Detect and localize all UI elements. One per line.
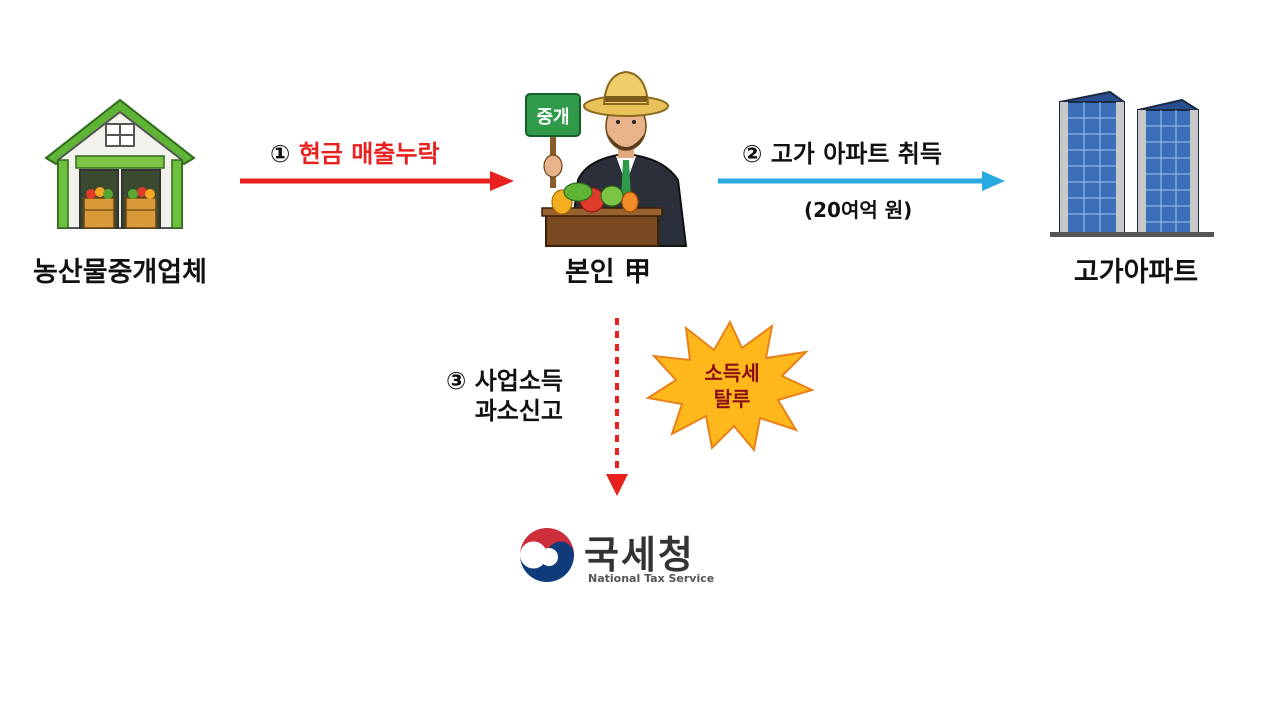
- broker-person-icon: 중개: [525, 70, 688, 247]
- step2-text: 고가 아파트 취득: [770, 140, 942, 168]
- step3-label: ③ 사업소득 과소신고: [446, 366, 563, 426]
- burst-line1: 소득세: [704, 361, 759, 385]
- step1-number: ①: [270, 140, 291, 168]
- step3-number: ③: [446, 367, 467, 395]
- sign-text: 중개: [536, 107, 569, 128]
- step2-number: ②: [742, 140, 763, 168]
- step2-arrow: [718, 171, 1005, 191]
- nts-taegeuk-logo-icon: [520, 528, 574, 582]
- farm-label: 농산물중개업체: [33, 257, 207, 288]
- step1-label: ① 현금 매출누락: [270, 134, 440, 169]
- burst-line2: 탈루: [714, 387, 751, 411]
- person-label: 본인 甲: [564, 257, 652, 288]
- step2-amount: (20여억 원): [804, 198, 913, 222]
- apartment-label: 고가아파트: [1073, 257, 1199, 288]
- step2-label: ② 고가 아파트 취득: [742, 134, 942, 169]
- step3-line1: 사업소득: [474, 367, 564, 395]
- step1-arrow: [240, 171, 514, 191]
- step3-arrow: [606, 318, 628, 496]
- step3-line2: 과소신고: [474, 397, 564, 425]
- nts-name-en: National Tax Service: [588, 572, 715, 585]
- apartment-building-icon: [1050, 90, 1214, 237]
- nts-name-ko: 국세청: [584, 533, 695, 577]
- warehouse-icon: [44, 98, 196, 229]
- step1-text: 현금 매출누락: [298, 140, 440, 168]
- tax-evasion-burst-icon: 소득세 탈루: [645, 319, 815, 453]
